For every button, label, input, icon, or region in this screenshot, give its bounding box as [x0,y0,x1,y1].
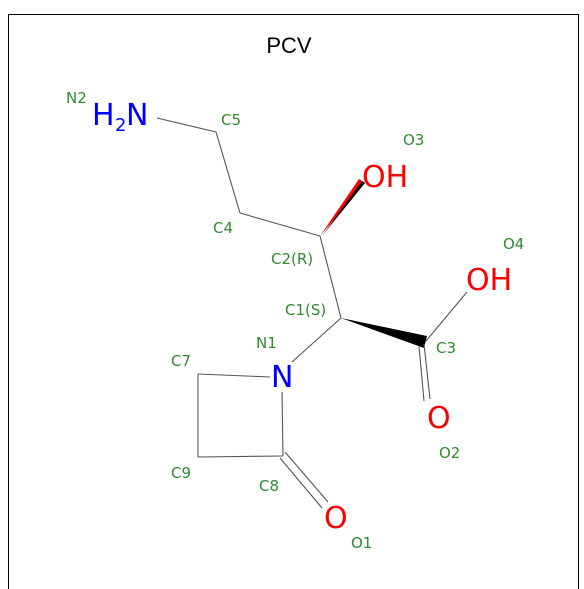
bond-c8-o1-a [284,451,329,503]
atom-label-o4: O4 [503,235,524,253]
bond-c9-c8 [197,455,284,458]
atom-label-c9: C9 [171,464,191,482]
amine-subscript: 2 [115,115,126,136]
bond-c8-o1-b [279,457,323,509]
atom-label-c3: C3 [436,339,456,357]
atom-label-c4: C4 [213,219,233,237]
atom-label-n2: N2 [66,89,87,107]
atom-label-o1: O1 [351,534,372,552]
bond-n1-c7 [197,373,271,378]
acid-hydroxyl-group: OH [466,263,512,298]
element-symbols: H 2 N OH OH N O O [92,98,512,536]
diagram-border [8,14,579,589]
bond-c5-c4 [215,131,241,214]
atom-label-c7: C7 [171,352,191,370]
atom-label-c1: C1(S) [285,301,326,319]
bond-c1-n1 [291,317,342,363]
atom-label-c5: C5 [221,111,241,129]
bond-n2-c5 [156,117,217,133]
bond-c3-o2-a [423,343,431,400]
hydroxyl-group: OH [362,160,408,195]
amine-hydrogen: H [92,98,115,133]
bond-c3-o4 [425,291,468,342]
ring-carbonyl-oxygen: O [324,501,348,536]
bond-c3-o2-b [418,345,425,402]
amine-nitrogen: N [126,98,148,133]
atom-labels: N2 C5 O3 C4 C2(R) O4 C1(S) N1 C3 C7 O2 C… [66,89,524,552]
acid-carbonyl-oxygen: O [427,401,451,436]
wedge-c2-o3-dark [322,181,365,236]
atom-label-c8: C8 [259,477,279,495]
atom-label-o3: O3 [403,131,424,149]
atom-label-c2: C2(R) [271,250,313,268]
bond-c2-c1 [319,235,342,319]
bond-c8-n1 [281,391,284,457]
ring-nitrogen: N [271,360,293,395]
atom-label-o2: O2 [439,444,460,462]
atom-label-n1: N1 [256,334,277,352]
diagram-title: PCV [266,33,312,58]
wedge-c1-c3 [341,318,427,348]
bonds [156,117,468,509]
bond-c4-c2 [239,212,321,237]
